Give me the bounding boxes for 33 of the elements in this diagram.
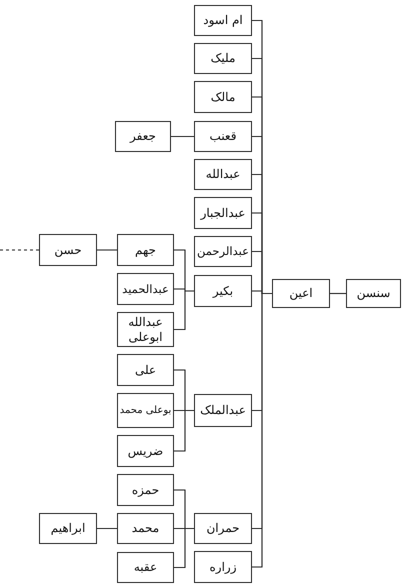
name-box: عبدالله ابوعلی <box>117 312 174 347</box>
connector-line <box>171 136 194 138</box>
name-box: ام اسود <box>194 5 252 36</box>
name-box: علی <box>117 354 174 386</box>
name-box: حسن <box>39 234 97 266</box>
name-box: قعنب <box>194 121 252 152</box>
connector-line <box>97 249 117 251</box>
name-box: عبدالملک <box>194 394 252 427</box>
connector-line <box>330 292 346 294</box>
name-box: ابراهیم <box>39 513 97 544</box>
name-box: جعفر <box>115 121 171 152</box>
connector-line <box>97 528 117 530</box>
name-box: ضریس <box>117 435 174 467</box>
name-box: حمزه <box>117 474 174 506</box>
name-box: عبدالحمید <box>117 273 174 305</box>
name-box: عبدالرحمن <box>194 236 252 267</box>
connector-line <box>174 528 194 568</box>
name-box: بکیر <box>194 275 252 307</box>
name-box: عبدالله <box>194 159 252 190</box>
name-box: مالک <box>194 81 252 113</box>
name-box: حمران <box>194 513 252 544</box>
connector-line <box>174 410 194 452</box>
name-box: سنسن <box>346 279 401 308</box>
connector-line <box>174 290 194 330</box>
name-box: بوعلی محمد <box>117 393 174 428</box>
name-box: محمد <box>117 513 174 544</box>
name-box: زراره <box>194 551 252 583</box>
name-box: جهم <box>117 234 174 266</box>
name-box: عبدالجبار <box>194 197 252 229</box>
name-box: اعین <box>272 279 330 308</box>
dashed-line <box>0 249 39 251</box>
name-box: ملیک <box>194 43 252 74</box>
name-box: عقبه <box>117 552 174 583</box>
